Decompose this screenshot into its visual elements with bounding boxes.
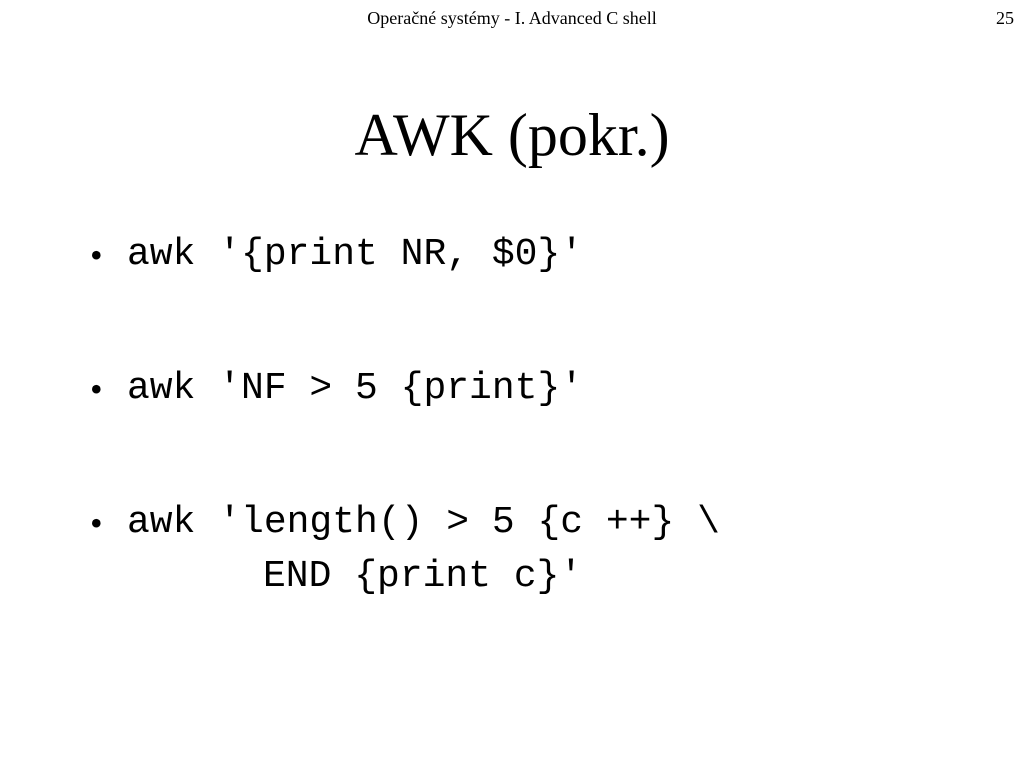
- code-line: awk 'NF > 5 {print}': [127, 367, 584, 410]
- code-line-continuation: END {print c}': [263, 555, 583, 598]
- bullet-item-print-nr: • awk '{print NR, $0}': [90, 228, 720, 282]
- bullet-dot-icon: •: [90, 369, 103, 409]
- header-title: Operačné systémy - I. Advanced C shell: [367, 8, 657, 28]
- bullet-dot-icon: •: [90, 235, 103, 275]
- bullet-list: • awk '{print NR, $0}' • awk 'NF > 5 {pr…: [90, 228, 720, 604]
- code-line: awk '{print NR, $0}': [127, 233, 584, 276]
- bullet-dot-icon: •: [90, 503, 103, 543]
- bullet-item-length-count: • awk 'length() > 5 {c ++} \ END {print …: [90, 496, 720, 604]
- code-line: awk 'length() > 5 {c ++} \: [127, 501, 720, 544]
- slide-title: AWK (pokr.): [354, 102, 670, 168]
- bullet-item-nf-filter: • awk 'NF > 5 {print}': [90, 362, 720, 416]
- page-number: 25: [996, 8, 1014, 28]
